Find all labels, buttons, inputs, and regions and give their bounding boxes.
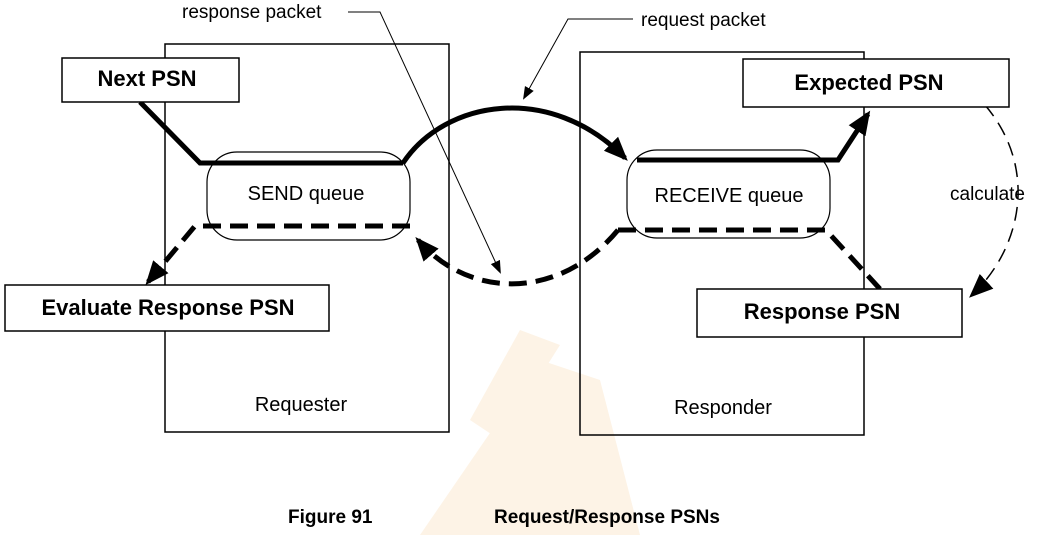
responder-box (579, 51, 865, 436)
figure-number: Figure 91 (288, 507, 373, 528)
requester-label: Requester (255, 394, 348, 416)
request-packet-callout: request packet (641, 10, 766, 31)
request-packet-leader (523, 18, 633, 100)
request-packet-arc (400, 105, 628, 165)
send-queue-shape (206, 151, 411, 241)
response-path-left (145, 223, 410, 286)
calculate-callout: calculate (950, 184, 1025, 205)
evaluate-response-psn-box (4, 284, 330, 332)
response-path-right (618, 227, 882, 291)
request-path-left (138, 100, 403, 166)
send-queue-label: SEND queue (248, 183, 365, 205)
expected-psn-label: Expected PSN (794, 70, 943, 95)
next-psn-box (61, 57, 240, 103)
requester-box (164, 43, 450, 433)
response-packet-leader (348, 11, 501, 274)
response-packet-callout: response packet (182, 2, 322, 23)
responder-label: Responder (674, 397, 772, 419)
calculate-arc (969, 104, 1019, 298)
response-packet-arc (415, 228, 620, 287)
request-path-right (637, 110, 871, 163)
receive-queue-label: RECEIVE queue (655, 185, 804, 207)
response-psn-label: Response PSN (744, 299, 901, 324)
receive-queue-shape (626, 149, 831, 239)
expected-psn-box (742, 58, 1010, 108)
figure-title: Request/Response PSNs (494, 507, 720, 528)
evaluate-response-psn-label: Evaluate Response PSN (41, 295, 294, 320)
next-psn-label: Next PSN (97, 66, 196, 91)
response-psn-box (696, 288, 963, 338)
